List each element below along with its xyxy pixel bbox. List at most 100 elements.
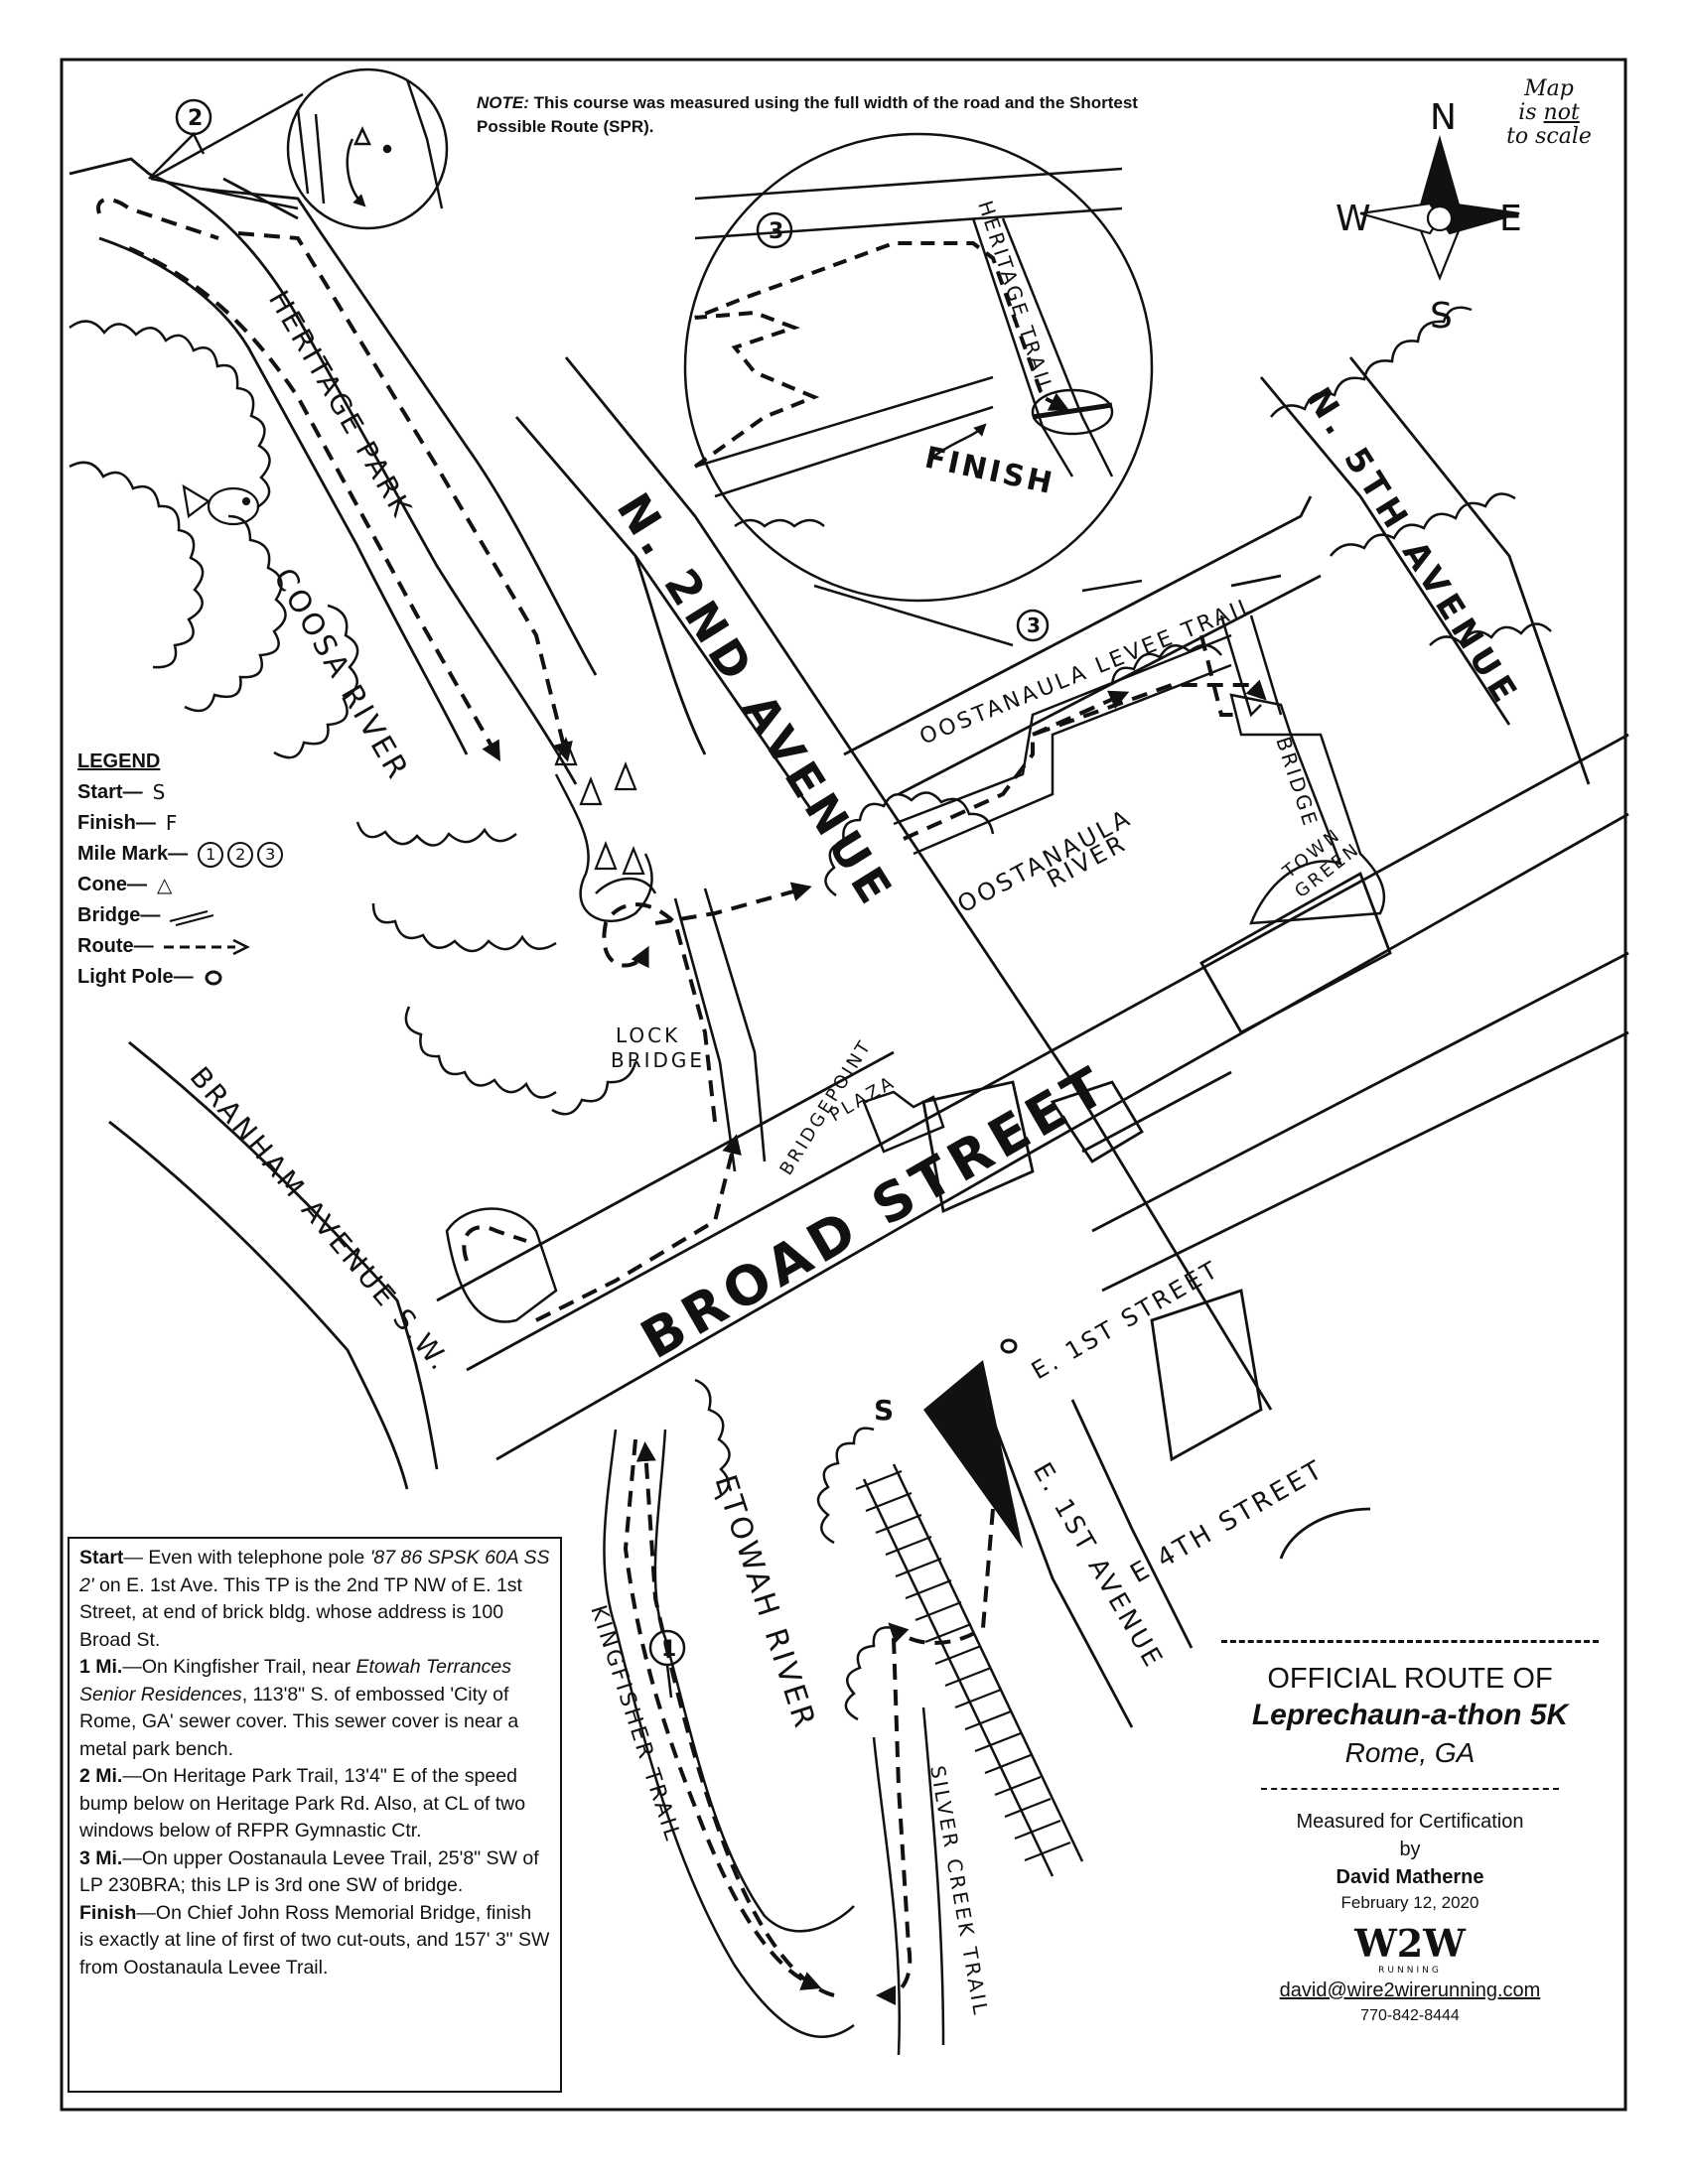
- label-bridge: BRIDGE: [1271, 734, 1323, 831]
- route-silver-creek: [876, 1637, 913, 2005]
- measurer-name: David Matherne: [1336, 1866, 1484, 1888]
- route-heritage-levee: [654, 882, 812, 925]
- route-start: [888, 1508, 995, 1645]
- route-heritage-out: [237, 231, 573, 762]
- desc-mile-2: 2 Mi.—On Heritage Park Trail, 13'4" E of…: [79, 1765, 526, 1842]
- cone-icon: △: [157, 873, 173, 896]
- divider: [1221, 1640, 1599, 1643]
- svg-text:RUNNING: RUNNING: [1378, 1966, 1442, 1976]
- wire2wire-logo: W2W RUNNING: [1340, 1921, 1479, 1977]
- light-pole-icon: [1000, 1338, 1018, 1354]
- route-levee: [903, 679, 1267, 841]
- compass-icon: [1359, 134, 1520, 281]
- measured-by: by: [1399, 1839, 1421, 1860]
- silver-creek-trail-outline: [872, 1706, 945, 2056]
- course-note: NOTE: This course was measured using the…: [477, 93, 1138, 136]
- measured-for: Measured for Certification: [1296, 1811, 1524, 1833]
- divider: [1261, 1788, 1559, 1790]
- scale-note: Map is not to scale: [1506, 76, 1592, 149]
- desc-start: Start— Even with telephone pole '87 86 S…: [79, 1547, 550, 1651]
- official-title: OFFICIAL ROUTE OF: [1267, 1663, 1553, 1695]
- compass-e: E: [1499, 199, 1525, 239]
- finish-callout: [683, 132, 1154, 647]
- legend: LEGEND Start—S Finish—F Mile Mark— 1 2 3…: [77, 747, 324, 993]
- heritage-loop: [554, 773, 657, 923]
- broad-loop: [445, 1207, 558, 1323]
- label-lock-bridge-1: LOCK: [616, 1024, 680, 1047]
- mile-3-marker-zoom: [756, 211, 793, 249]
- label-n2nd: N. 2ND AVENUE: [607, 483, 906, 917]
- compass-w: W: [1336, 199, 1374, 239]
- mile-2-zoom-circle: [286, 68, 449, 230]
- legend-title: LEGEND: [77, 751, 161, 772]
- note-prefix: NOTE: [477, 93, 524, 112]
- contact-email[interactable]: david@wire2wirerunning.com: [1279, 1979, 1541, 2001]
- race-city: Rome, GA: [1344, 1737, 1476, 1768]
- label-heritage-park: HERITAGE PARK: [262, 285, 419, 524]
- measure-date: February 12, 2020: [1340, 1893, 1479, 1912]
- finish-label: FINISH: [921, 441, 1057, 502]
- etowah-river: [694, 1378, 895, 1721]
- route-arrow-icon: [163, 938, 250, 955]
- route-levee-up: [1032, 690, 1130, 737]
- mile-3-zoom-label: 3: [769, 219, 786, 244]
- route-broad: [535, 1134, 742, 1322]
- mile-1-label: 1: [661, 1637, 679, 1662]
- legend-mile-3: 3: [257, 841, 284, 868]
- race-name: Leprechaun-a-thon 5K: [1251, 1699, 1569, 1731]
- bridgepoint-plaza: [862, 1090, 945, 1154]
- route: [96, 198, 1267, 2005]
- cone-icon: [614, 761, 637, 791]
- cone-icon: [594, 841, 618, 871]
- coosa-river: [69, 320, 637, 1116]
- levee-trail-outline: [893, 614, 1293, 856]
- desc-finish: Finish—On Chief John Ross Memorial Bridg…: [79, 1901, 550, 1979]
- label-levee-trail: OOSTANAULA LEVEE TRAIL: [916, 593, 1258, 751]
- label-etowah: ETOWAH RIVER: [707, 1471, 822, 1734]
- fish-icon: [182, 483, 260, 526]
- desc-mile-1: 1 Mi.—On Kingfisher Trail, near Etowah T…: [79, 1656, 519, 1760]
- page-border: [60, 58, 1627, 2112]
- mile-2-label: 2: [188, 106, 206, 131]
- light-pole-icon: [205, 970, 222, 985]
- legend-mile-2: 2: [227, 841, 254, 868]
- official-route-block: OFFICIAL ROUTE OF Leprechaun-a-thon 5K R…: [1221, 1640, 1599, 2028]
- mile-3-label: 3: [1027, 614, 1044, 637]
- legend-start-symbol: S: [152, 780, 166, 804]
- mile-2-callout: [148, 68, 449, 230]
- compass-s: S: [1430, 296, 1456, 337]
- route-heritage-down: [128, 246, 500, 761]
- label-silver-creek: SILVER CREEK TRAIL: [925, 1764, 993, 2019]
- route-turnaround: [96, 198, 219, 240]
- svg-text:W2W: W2W: [1353, 1921, 1467, 1966]
- roads: [69, 157, 1629, 1728]
- cone-icon: [579, 776, 603, 806]
- label-n5th: N. 5TH AVENUE: [1298, 381, 1527, 715]
- route-lockbridge: [602, 902, 717, 1123]
- label-e4th-street: E 4TH STREET: [1126, 1454, 1331, 1589]
- legend-finish-symbol: F: [165, 811, 178, 835]
- contact-phone: 770-842-8444: [1360, 2007, 1460, 2024]
- cone-icon: [554, 737, 578, 766]
- label-e1st-street: E. 1ST STREET: [1027, 1255, 1224, 1385]
- cones: [554, 737, 645, 876]
- route-start-loop: [462, 1225, 527, 1262]
- compass-n: N: [1430, 97, 1460, 138]
- cone-icon: [622, 846, 645, 876]
- note-text: This course was measured using the full …: [477, 93, 1138, 136]
- town-green: [1249, 733, 1386, 925]
- label-branham: BRANHAM AVENUE S.W.: [184, 1060, 458, 1378]
- route-finish-leg: [1199, 634, 1241, 717]
- mile-description-box: Start— Even with telephone pole '87 86 S…: [68, 1537, 562, 2093]
- start-marker: S: [874, 1394, 897, 1427]
- kingfisher-trail-outline: [603, 1429, 855, 2038]
- mile-3-marker: [1016, 609, 1050, 642]
- bridge-icon: [170, 909, 214, 926]
- building-triangle: [923, 1360, 1023, 1549]
- finish-zoom-circle: [683, 132, 1154, 603]
- label-heritage-trail: HERITAGE TRAIL: [973, 198, 1058, 397]
- label-lock-bridge-2: BRIDGE: [611, 1048, 705, 1072]
- legend-mile-1: 1: [198, 841, 224, 868]
- railroad-track: [855, 1463, 1084, 1877]
